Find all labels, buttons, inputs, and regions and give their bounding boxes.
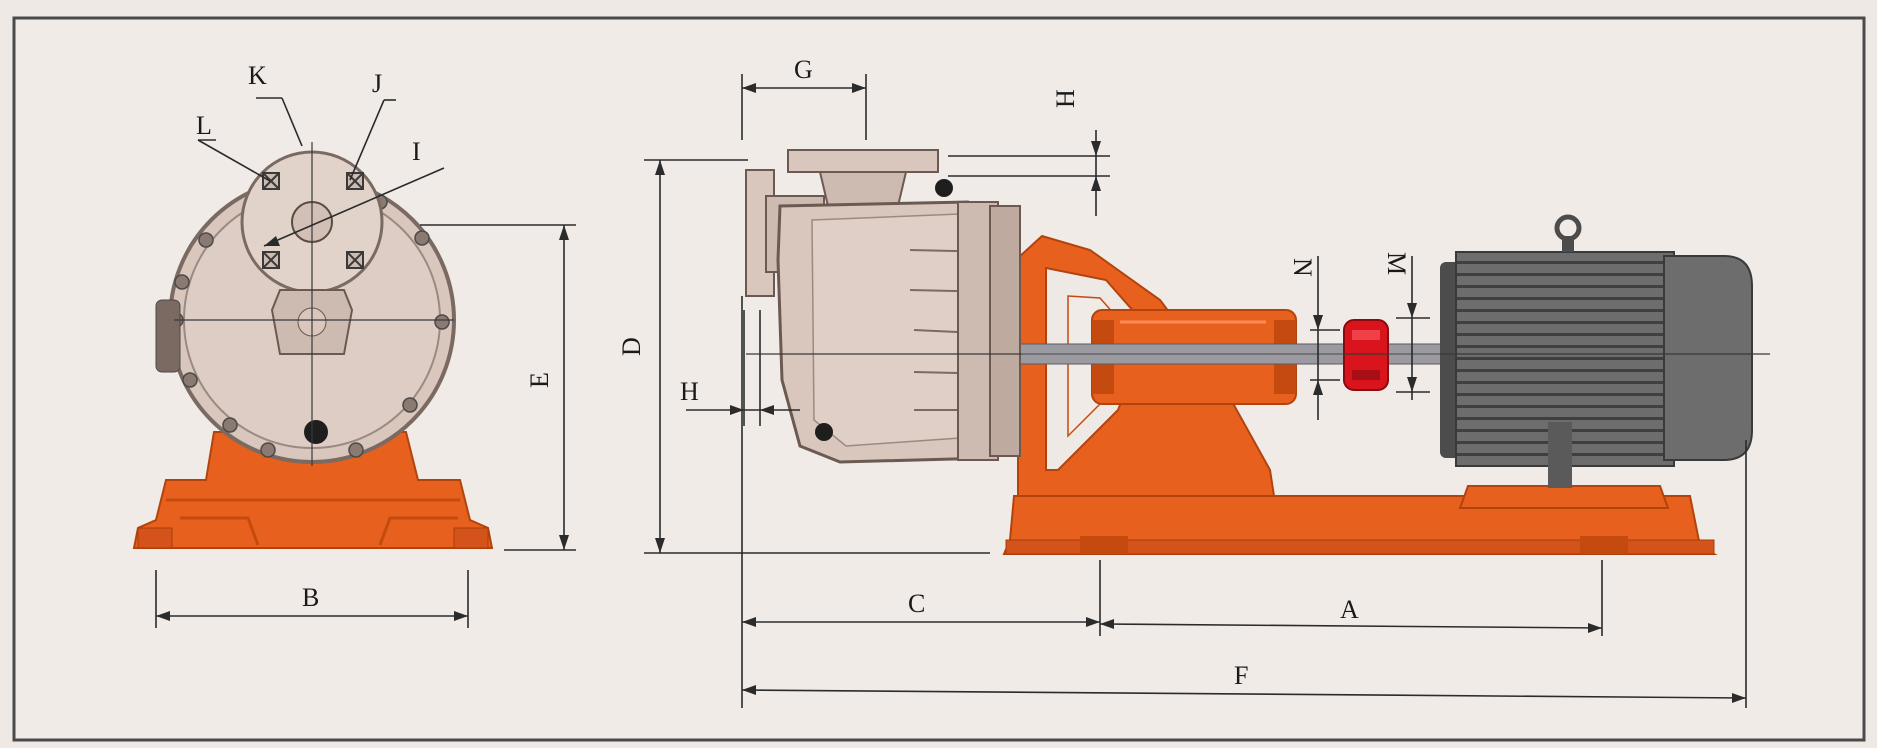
motor (1440, 214, 1753, 488)
label-E: E (525, 372, 554, 388)
label-I: I (412, 137, 421, 166)
label-M: M (1382, 252, 1411, 275)
label-J: J (372, 69, 382, 98)
label-L: L (196, 111, 212, 140)
front-view: K J L I E B (132, 61, 576, 628)
coupling (1343, 319, 1389, 391)
label-G: G (794, 55, 813, 84)
label-D: D (617, 337, 646, 356)
pump-casing (745, 149, 1021, 464)
side-view: D G H H N M (617, 55, 1770, 708)
label-F: F (1234, 661, 1248, 690)
drain-plug (304, 420, 328, 444)
label-N: N (1288, 258, 1317, 277)
label-C: C (908, 589, 925, 618)
label-A: A (1340, 595, 1359, 624)
label-K: K (248, 61, 267, 90)
label-B: B (302, 583, 319, 612)
label-H-top: H (1051, 89, 1080, 108)
label-H-side: H (680, 377, 699, 406)
